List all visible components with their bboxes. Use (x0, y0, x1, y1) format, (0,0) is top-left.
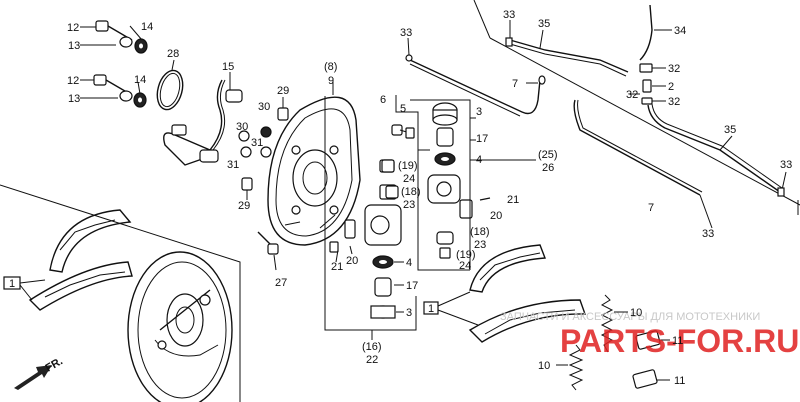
callout-8: (8) (324, 61, 337, 73)
callout-24: 24 (403, 173, 415, 185)
callout-14: 14 (141, 21, 153, 33)
cable-fitting-34 (630, 4, 672, 105)
wheel-cylinder-lower (324, 96, 417, 340)
callout-22: 22 (366, 354, 378, 366)
callout-12: 12 (67, 22, 79, 34)
brake-rod-7-right (573, 99, 713, 229)
callout-7: 7 (648, 202, 654, 214)
callout-32: 32 (668, 63, 680, 75)
brake-panel (127, 251, 233, 402)
callout-17: 17 (476, 133, 488, 145)
clip-11-lower (632, 369, 670, 389)
callout-4: 4 (476, 154, 482, 166)
callout-29: 29 (277, 85, 289, 97)
callout-13: 13 (68, 93, 80, 105)
callout-21: 21 (331, 261, 343, 273)
callout-18: (18) (401, 186, 421, 198)
watermark: ЗАПЧАСТИ И АКСЕССУАРЫ ДЛЯ МОТОТЕХНИКИ PA… (500, 311, 799, 359)
callout-9: 9 (328, 75, 334, 87)
callout-26: 26 (542, 162, 554, 174)
callout-10: 10 (630, 307, 642, 319)
callout-18: (18) (470, 226, 490, 238)
front-label: FR. (44, 355, 65, 374)
callout-labels: 12 13 14 12 13 14 28 15 29 30 30 31 31 2… (9, 9, 792, 387)
callout-16: (16) (362, 341, 382, 353)
callout-23: 23 (474, 239, 486, 251)
watermark-site: PARTS-FOR.RU (560, 323, 799, 359)
callout-6: 6 (380, 94, 386, 106)
wheel-cylinder-upper (379, 102, 491, 259)
callout-32: 32 (626, 89, 638, 101)
bolt-assembly-upper (80, 20, 148, 54)
spring-10-lower (556, 344, 584, 391)
callout-7: 7 (512, 78, 518, 90)
spring-10-upper (600, 294, 628, 353)
callout-11: 11 (672, 335, 683, 347)
callout-31: 31 (251, 137, 263, 149)
watermark-tagline: ЗАПЧАСТИ И АКСЕССУАРЫ ДЛЯ МОТОТЕХНИКИ (500, 311, 760, 323)
callout-15: 15 (222, 61, 234, 73)
callout-10: 10 (538, 360, 550, 372)
callout-12: 12 (67, 75, 79, 87)
callout-33: 33 (503, 9, 515, 21)
callout-14: 14 (134, 74, 146, 86)
callout-35: 35 (538, 18, 550, 30)
callout-27: 27 (275, 277, 287, 289)
callout-4: 4 (406, 257, 412, 269)
callout-35: 35 (724, 124, 736, 136)
callout-2: 2 (668, 81, 674, 93)
front-direction-arrow (14, 365, 52, 390)
brake-rod-7 (405, 37, 546, 117)
callout-30: 30 (236, 121, 248, 133)
callout-33: 33 (400, 27, 412, 39)
brake-shoe-left (3, 209, 133, 311)
callout-21: 21 (507, 194, 519, 206)
callout-32: 32 (668, 96, 680, 108)
callout-23: 23 (403, 199, 415, 211)
bolt-27 (257, 231, 279, 271)
callout-13: 13 (68, 40, 80, 52)
callout-28: 28 (167, 48, 179, 60)
brake-cable-35-bottom (647, 103, 787, 197)
callout-20: 20 (490, 210, 502, 222)
brake-cable-35-top (505, 20, 629, 77)
clip-11-upper (635, 330, 670, 350)
callout-20: 20 (346, 255, 358, 267)
callout-19: (19) (456, 249, 476, 261)
group-bracket-25 (395, 95, 536, 271)
hardware-29-30-31 (238, 97, 289, 200)
brake-shoe-right (423, 244, 586, 343)
backing-plate-9 (267, 78, 361, 246)
callout-34: 34 (674, 25, 686, 37)
callout-1: 1 (428, 303, 434, 315)
callout-11: 11 (674, 375, 685, 387)
callout-5: 5 (400, 103, 406, 115)
callout-25: (25) (538, 149, 558, 161)
callout-19: (19) (398, 160, 418, 172)
bolt-assembly-lower (80, 74, 147, 108)
callout-31: 31 (227, 159, 239, 171)
callout-17: 17 (406, 280, 418, 292)
brake-pipe-15 (163, 72, 243, 166)
callout-33: 33 (780, 159, 792, 171)
callout-29: 29 (238, 200, 250, 212)
callout-1: 1 (9, 278, 15, 290)
callout-24: 24 (459, 260, 471, 272)
callout-33: 33 (702, 228, 714, 240)
callout-30: 30 (258, 101, 270, 113)
callout-3: 3 (406, 307, 412, 319)
o-ring-28 (156, 59, 184, 111)
callout-3: 3 (476, 106, 482, 118)
